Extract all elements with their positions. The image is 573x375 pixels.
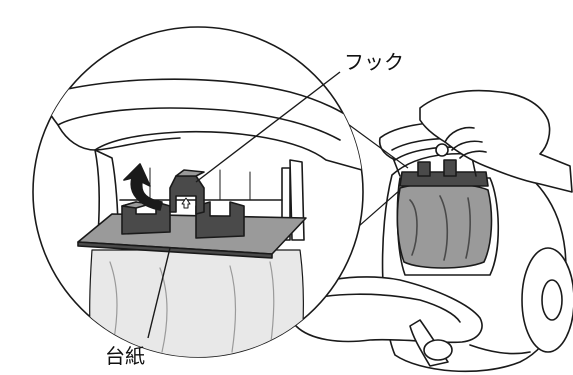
magnified-view — [32, 26, 364, 358]
curved-arrow-up-icon — [123, 163, 163, 211]
small-up-arrow-icon — [181, 197, 191, 209]
base-paper-label: 台紙 — [105, 344, 145, 368]
vacuum-cleaner — [285, 89, 573, 373]
label-leaders — [147, 71, 341, 339]
hook-label: フック — [344, 50, 404, 74]
